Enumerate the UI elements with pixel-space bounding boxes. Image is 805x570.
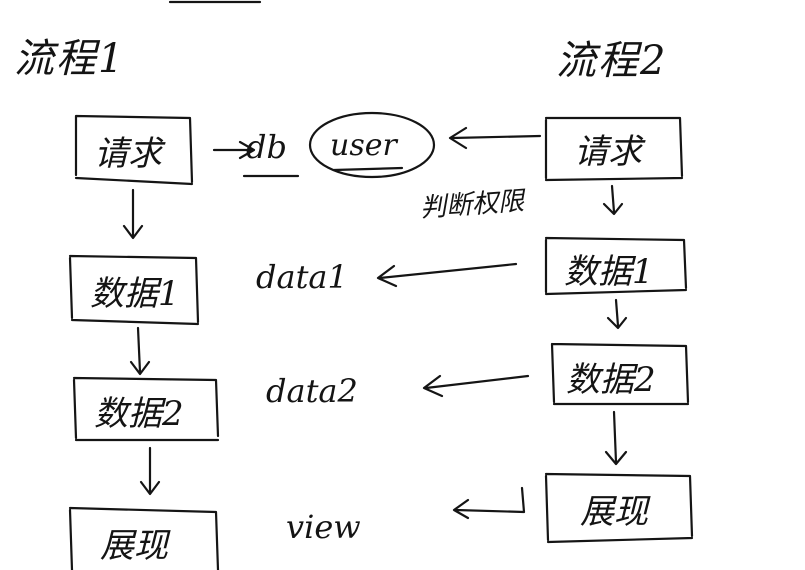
flow1-arrow-3 [139, 446, 161, 496]
flow2-data1-label: 数据1 [564, 252, 654, 292]
flow1-arrow-1 [122, 188, 144, 240]
flow1-data2-label: 数据2 [94, 394, 184, 434]
flow2-to-user-arrow [448, 126, 542, 150]
flow2-data1-box [544, 236, 688, 296]
flow1-data1-label: 数据1 [90, 274, 180, 314]
flow2-request-label: 请求 [574, 132, 642, 172]
flow1-data2-box [72, 376, 220, 442]
data1-label: data1 [256, 258, 348, 296]
permission-check-label: 判断权限 [419, 186, 526, 224]
flow2-arrow-3 [604, 410, 628, 466]
flow1-view-label: 展现 [100, 526, 168, 566]
flow2-title: 流程2 [556, 38, 668, 84]
flow1-title: 流程1 [14, 36, 126, 82]
flow1-request-box [74, 114, 194, 186]
data2-arrow [422, 374, 530, 398]
flow2-data2-label: 数据2 [566, 360, 656, 400]
request-to-db-arrow [212, 140, 256, 160]
user-underline [332, 166, 404, 172]
flow2-data2-box [550, 342, 690, 406]
data1-arrow [376, 262, 518, 288]
flow2-request-box [544, 116, 684, 182]
flow1-arrow-2 [129, 326, 151, 376]
data2-label: data2 [266, 372, 358, 410]
flow1-data1-box [68, 254, 200, 326]
view-label: view [286, 508, 361, 546]
db-label: db [246, 128, 287, 166]
view-arrow [452, 486, 526, 520]
flow2-view-box [544, 472, 694, 544]
flow2-arrow-1 [602, 184, 624, 216]
flow1-request-label: 请求 [94, 134, 162, 174]
user-ellipse [308, 111, 436, 179]
flow2-view-label: 展现 [580, 492, 648, 532]
user-label: user [330, 128, 397, 163]
flow2-arrow-2 [606, 298, 628, 330]
flow1-view-box [68, 506, 220, 570]
